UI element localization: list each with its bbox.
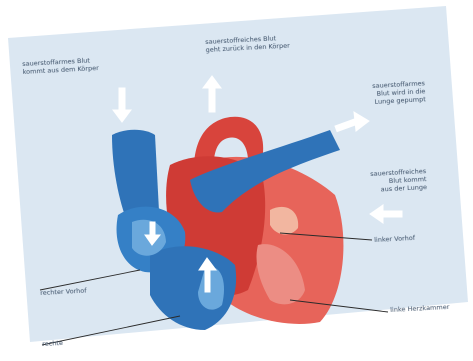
- label-deoxy-to-lungs: sauerstoffarmes Blut wird in die Lunge g…: [372, 79, 426, 106]
- label-right-ventricle: rechte: [42, 339, 63, 348]
- label-oxy-from-lungs: sauerstoffreiches Blut kommt aus der Lun…: [370, 167, 427, 194]
